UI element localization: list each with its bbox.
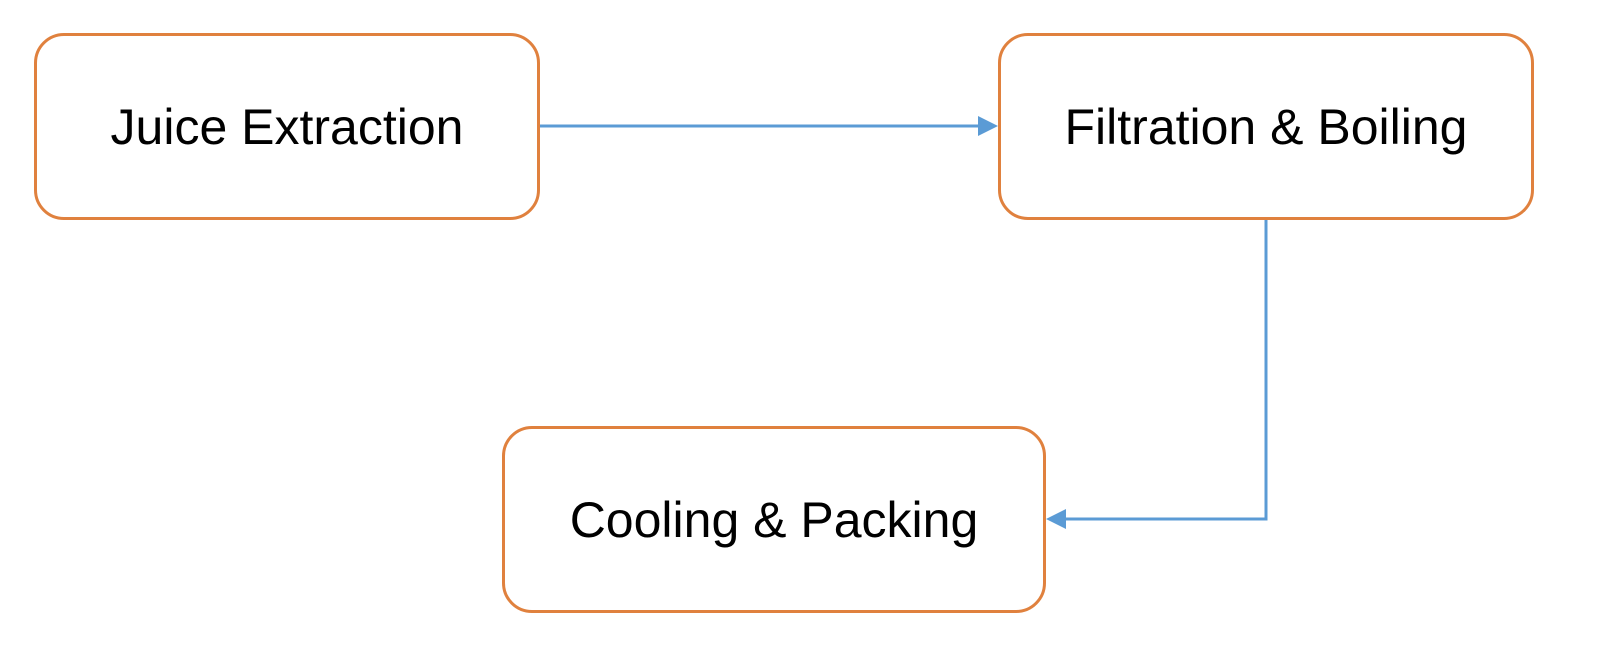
node-juice-extraction: Juice Extraction bbox=[34, 33, 540, 220]
arrowhead-icon bbox=[978, 116, 998, 136]
node-label: Juice Extraction bbox=[110, 98, 464, 155]
node-label: Filtration & Boiling bbox=[1064, 98, 1468, 155]
edge-juice-extraction-to-filtration-boiling bbox=[540, 116, 998, 136]
edge-filtration-boiling-to-cooling-packing bbox=[1046, 220, 1268, 529]
node-cooling-packing: Cooling & Packing bbox=[502, 426, 1046, 613]
node-filtration-boiling: Filtration & Boiling bbox=[998, 33, 1534, 220]
node-label: Cooling & Packing bbox=[569, 491, 979, 548]
edge-line bbox=[1066, 220, 1268, 521]
arrowhead-icon bbox=[1046, 509, 1066, 529]
